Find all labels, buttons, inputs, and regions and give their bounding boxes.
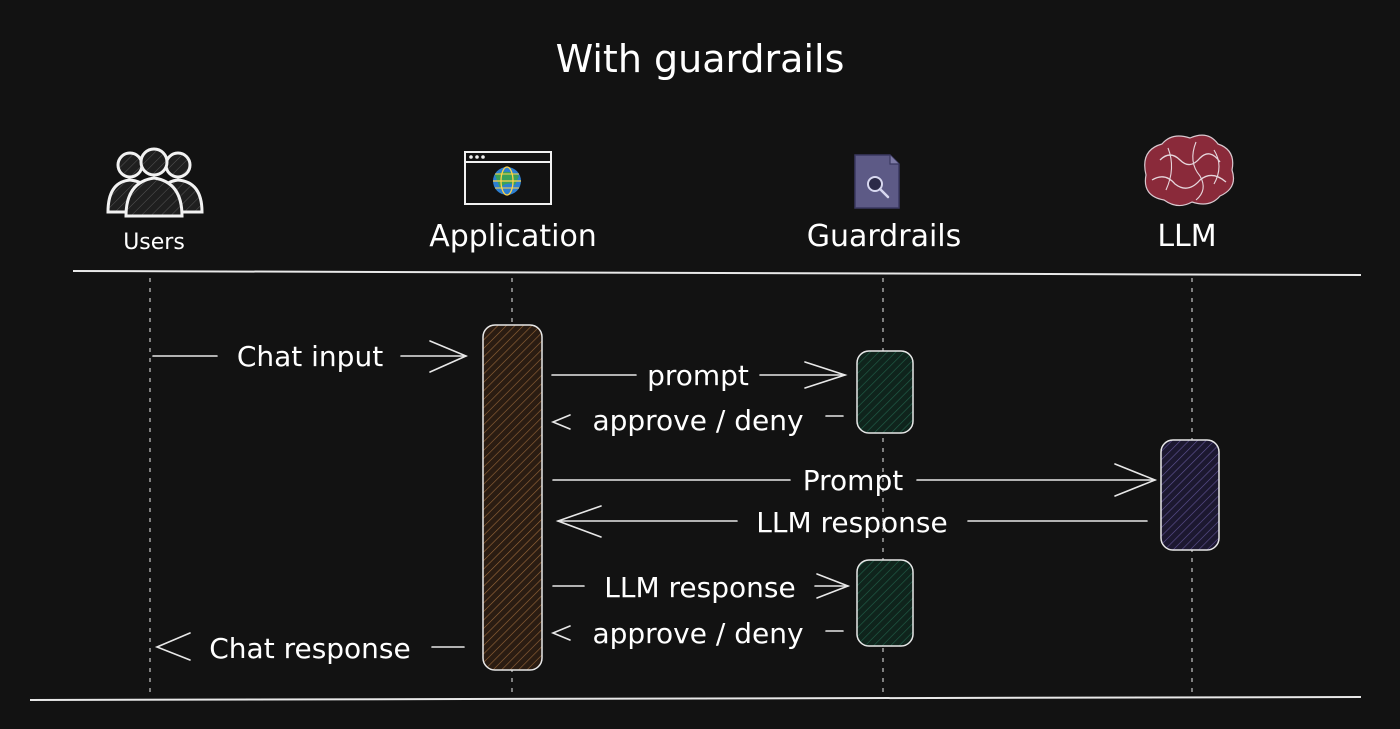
message-label-prompt: prompt (647, 359, 749, 392)
document-search-icon (854, 154, 900, 209)
diagram-title: With guardrails (556, 37, 845, 81)
message-arrow-llm-response (555, 505, 1148, 538)
header-divider (72, 270, 1362, 276)
message-label-chat-input: Chat input (237, 340, 383, 373)
message-label-llm-response-check: LLM response (604, 571, 795, 604)
message-label-chat-response: Chat response (209, 632, 411, 665)
message-arrow-approve-deny-1 (550, 414, 844, 430)
message-arrow-chat-response (154, 632, 465, 661)
activation-guardrails-2 (856, 559, 914, 647)
message-label-llm-response: LLM response (756, 506, 947, 539)
message-arrow-approve-deny-2 (550, 625, 844, 641)
message-label-approve-deny-2: approve / deny (592, 617, 803, 650)
activation-application (482, 324, 543, 671)
message-label-prompt-llm: Prompt (803, 464, 903, 497)
actor-label-users: Users (123, 230, 185, 255)
message-arrow-chat-input (152, 340, 469, 373)
actor-label-application: Application (429, 219, 597, 254)
activation-llm (1160, 439, 1220, 551)
actor-label-llm: LLM (1157, 219, 1216, 254)
users-group-icon (106, 147, 204, 218)
message-arrow-llm-response-check (552, 573, 851, 599)
footer-divider (29, 696, 1362, 701)
brain-icon (1144, 134, 1235, 207)
browser-globe-icon (464, 151, 552, 205)
message-arrow-prompt-llm (552, 463, 1158, 497)
activation-guardrails-1 (856, 350, 914, 434)
actor-label-guardrails: Guardrails (807, 219, 962, 254)
message-label-approve-deny-1: approve / deny (592, 404, 803, 437)
message-arrow-prompt (551, 361, 848, 389)
